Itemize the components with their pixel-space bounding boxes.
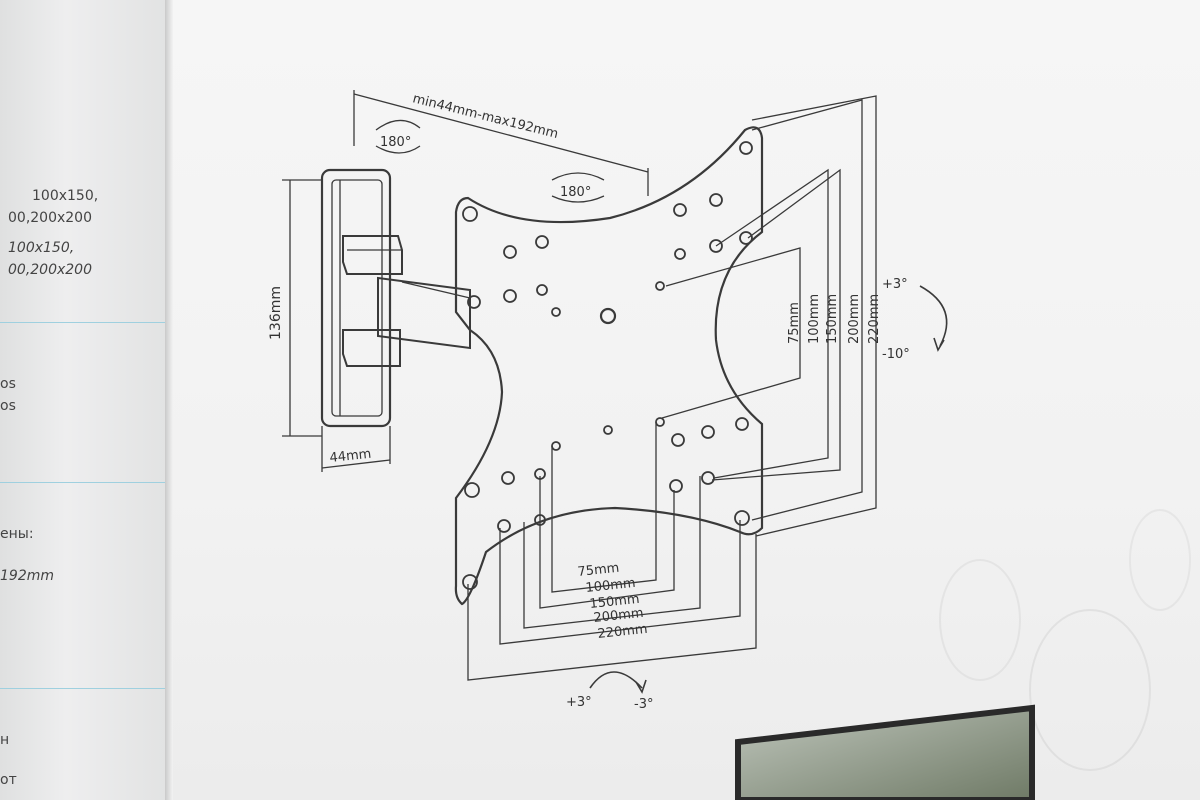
vesa-h-75: 75mm	[577, 561, 620, 580]
divider	[0, 322, 165, 323]
left-text-panel: 100x150, 00,200x200 100x150, 00,200x200 …	[0, 0, 165, 800]
depth-range-label: min44mm-max192mm	[411, 91, 560, 142]
depth-dimension	[321, 426, 391, 472]
tilt-up-label: +3°	[882, 277, 908, 292]
spec-text: ены:	[0, 526, 34, 542]
height-dimension	[282, 179, 322, 437]
spec-text: н	[0, 732, 10, 748]
vesa-v-100: 100mm	[807, 294, 822, 344]
divider	[0, 482, 165, 483]
rotate-arrow-icon	[589, 671, 647, 694]
vesa-v-75: 75mm	[787, 302, 802, 344]
swivel-arm	[377, 276, 471, 350]
hinge-block	[342, 235, 403, 367]
rotate-right-label: -3°	[634, 697, 653, 712]
vesa-text: 100x150,	[32, 188, 99, 204]
depth-range-dimension	[353, 90, 649, 196]
vesa-v-220: 220mm	[867, 294, 882, 344]
tilt-arrow-icon	[919, 285, 948, 352]
vesa-h-100: 100mm	[585, 576, 636, 596]
tilt-down-label: -10°	[882, 347, 910, 362]
vesa-plate	[454, 126, 764, 606]
depth-label: 44mm	[329, 447, 372, 466]
tv-photo	[735, 704, 1035, 800]
spec-text: от	[0, 772, 17, 788]
divider	[0, 688, 165, 689]
rotate-left-label: +3°	[566, 695, 592, 710]
vesa-horizontal-dimensions	[467, 422, 757, 681]
spec-text: 192mm	[0, 568, 54, 584]
spec-text: os	[0, 376, 16, 392]
vesa-h-150: 150mm	[589, 592, 640, 612]
vesa-h-220: 220mm	[597, 622, 648, 642]
swivel-arrow-icon	[375, 119, 605, 203]
vesa-vertical-dimensions	[661, 95, 877, 537]
vesa-text: 00,200x200	[8, 210, 92, 226]
spec-text: os	[0, 398, 16, 414]
vesa-h-200: 200mm	[593, 606, 644, 626]
wallpaper-pattern	[939, 509, 1191, 771]
swivel-arm-label: 180°	[380, 135, 411, 150]
panel-gap	[165, 0, 173, 800]
height-label: 136mm	[268, 286, 284, 340]
vesa-text: 00,200x200	[8, 262, 92, 278]
swivel-plate-label: 180°	[560, 185, 591, 200]
mounting-holes	[462, 141, 753, 590]
vesa-v-200: 200mm	[847, 294, 862, 344]
wall-plate	[320, 168, 392, 428]
vesa-text: 100x150,	[8, 240, 75, 256]
diagram-card	[173, 0, 1200, 800]
vesa-v-150: 150mm	[825, 294, 840, 344]
